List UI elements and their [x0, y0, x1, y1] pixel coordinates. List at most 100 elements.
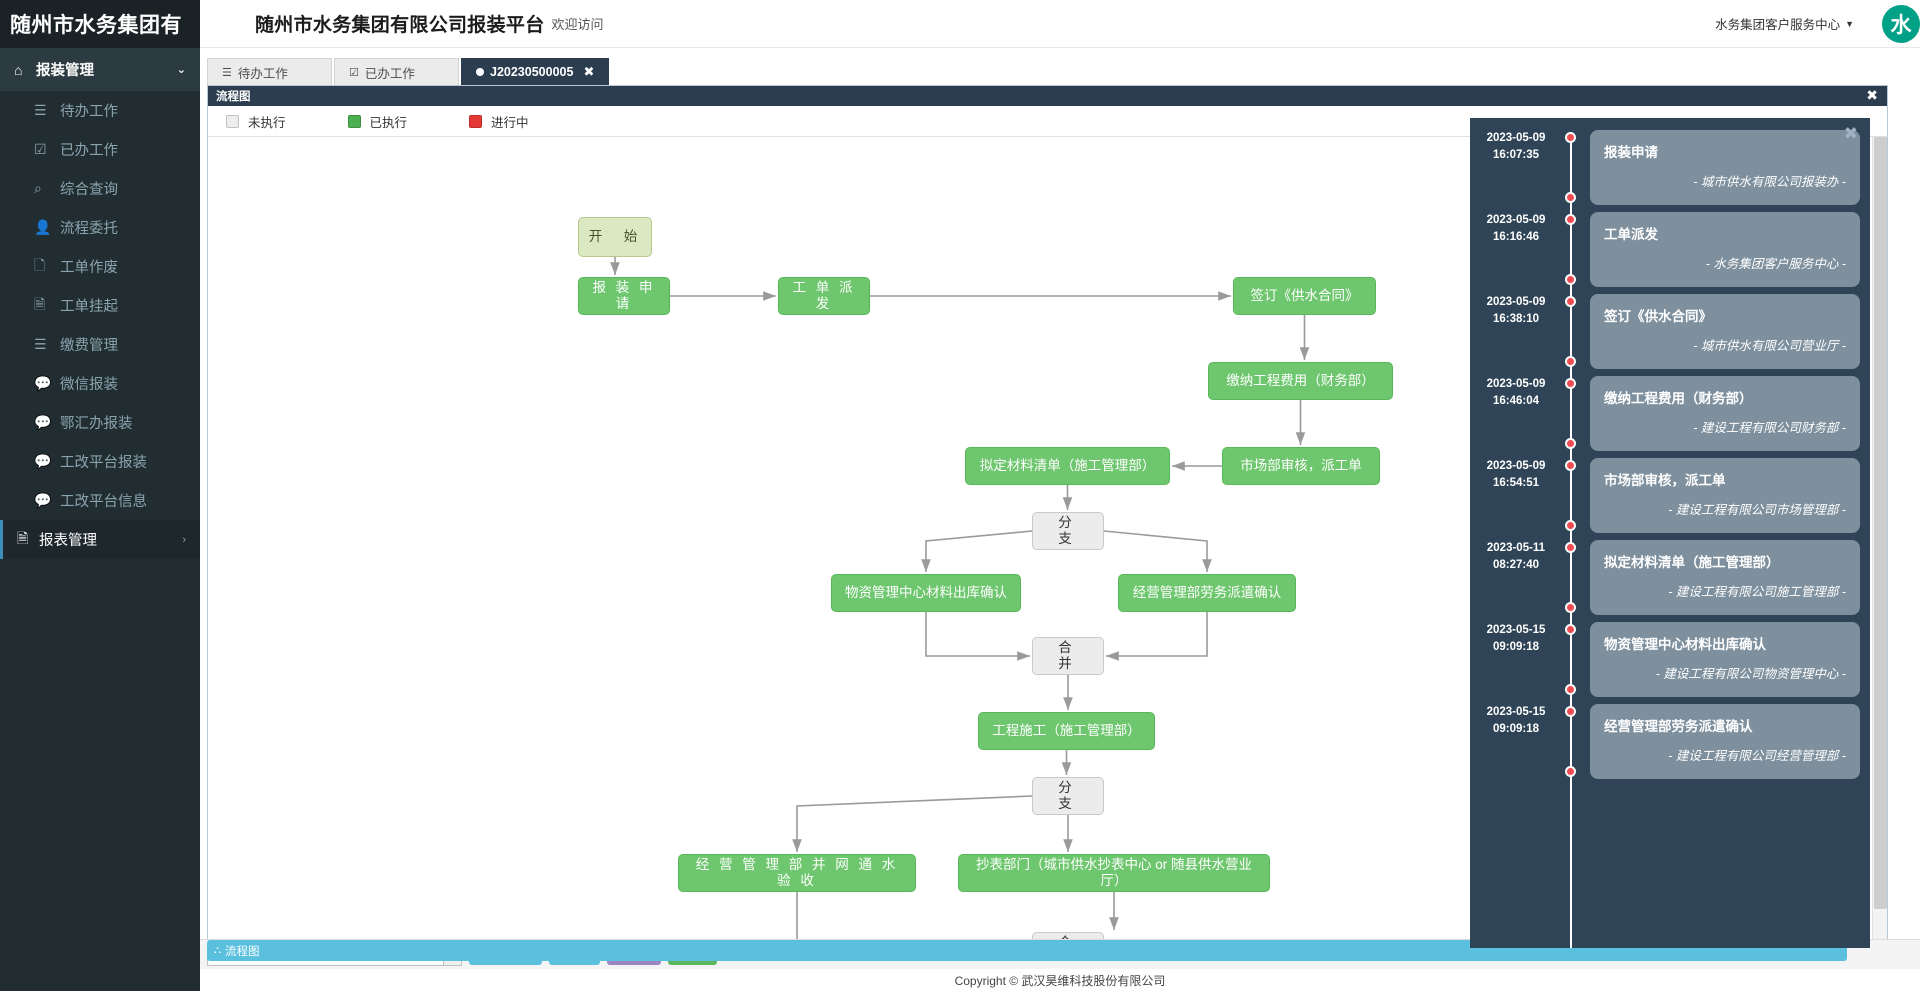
- timeline-card-title: 拟定材料清单（施工管理部）: [1604, 555, 1780, 570]
- sidebar-item-ehuibanbaozhuang[interactable]: 💬 鄂汇办报装: [0, 403, 200, 442]
- timeline-dot-icon: [1565, 460, 1576, 471]
- comment-icon: 💬: [34, 375, 52, 391]
- timeline-card-dept: - 水务集团客户服务中心 -: [1705, 257, 1846, 271]
- timeline-item[interactable]: 2023-05-15 09:09:18 经营管理部劳务派遣确认- 建设工程有限公司经…: [1470, 702, 1870, 784]
- sidebar-item-gonggaipingtaibaozhuang[interactable]: 💬工改平台报装: [0, 442, 200, 481]
- timeline-time: 09:09:18: [1492, 722, 1540, 735]
- timeline-card[interactable]: 拟定材料清单（施工管理部）- 建设工程有限公司施工管理部 -: [1590, 540, 1860, 615]
- sidebar-item-gongdanzuofei[interactable]: 🗋工单作废: [0, 247, 200, 286]
- flow-node-meter[interactable]: 抄表部门（城市供水抄表中心 or 随县供水营业厅）: [958, 854, 1270, 892]
- flow-node-apply[interactable]: 报 装 申 请: [578, 277, 670, 315]
- comment-icon: 💬: [34, 414, 52, 430]
- close-icon[interactable]: ✖: [1866, 87, 1878, 103]
- legend-label: 已执行: [369, 115, 408, 130]
- tab-yiban[interactable]: ☑ 已办工作: [334, 58, 459, 85]
- timeline-dot-icon: [1565, 132, 1576, 143]
- flow-edge-accept-to-merge2: [796, 892, 798, 946]
- list-icon: ☰: [34, 336, 47, 352]
- user-icon: 👤: [34, 219, 52, 235]
- sitemap-icon: ⛬: [214, 945, 221, 956]
- timeline-dot-icon: [1565, 520, 1576, 531]
- sidebar-item-zonghechaxun[interactable]: ⌕综合查询: [0, 169, 200, 208]
- flow-node-wuzi[interactable]: 物资管理中心材料出库确认: [831, 574, 1021, 612]
- sidebar-item-weixinbaozhuang[interactable]: 💬微信报装: [0, 364, 200, 403]
- timeline-card[interactable]: 缴纳工程费用（财务部）- 建设工程有限公司财务部 -: [1590, 376, 1860, 451]
- flow-node-merge1[interactable]: 合 并: [1032, 637, 1104, 675]
- timeline-timestamp: 2023-05-15 09:09:18: [1470, 702, 1562, 784]
- flow-node-material[interactable]: 拟定材料清单（施工管理部）: [965, 447, 1170, 485]
- sidebar-item-gonggaipingtaixinxi[interactable]: 💬工改平台信息: [0, 481, 200, 520]
- timeline-marker: [1562, 210, 1580, 292]
- sidebar-section-label: 报表管理: [39, 533, 97, 549]
- flow-node-contract[interactable]: 签订《供水合同》: [1233, 277, 1376, 315]
- sidebar-item-label: 待办工作: [60, 104, 118, 120]
- tab-j20230500005[interactable]: J20230500005 ✖: [461, 58, 610, 85]
- timeline-time: 16:46:04: [1492, 394, 1540, 407]
- flow-node-jingying[interactable]: 经营管理部劳务派遣确认: [1118, 574, 1296, 612]
- sidebar-item-label: 已办工作: [60, 143, 118, 159]
- sidebar-item-liuchengweituo[interactable]: 👤流程委托: [0, 208, 200, 247]
- timeline-card[interactable]: 工单派发- 水务集团客户服务中心 -: [1590, 212, 1860, 287]
- flow-node-market[interactable]: 市场部审核，派工单: [1222, 447, 1380, 485]
- sidebar-item-daiban[interactable]: ☰待办工作: [0, 91, 200, 130]
- check-square-icon: ☑: [349, 66, 359, 79]
- timeline-card-dept: - 建设工程有限公司市场管理部 -: [1668, 503, 1846, 517]
- timeline-time: 09:09:18: [1492, 640, 1540, 653]
- sidebar-item-label: 鄂汇办报装: [60, 416, 133, 432]
- sidebar-section-baozhuang[interactable]: ⌂ 报装管理 ⌄: [0, 48, 200, 91]
- timeline-marker: [1562, 702, 1580, 784]
- user-menu[interactable]: 水务集团客户服务中心 ▼: [1715, 14, 1854, 33]
- sidebar-item-jiaofeiguanli[interactable]: ☰缴费管理: [0, 325, 200, 364]
- close-icon[interactable]: ✖: [1843, 124, 1858, 143]
- flow-node-accept[interactable]: 经 营 管 理 部 并 网 通 水 验 收: [678, 854, 916, 892]
- sidebar-item-yiban[interactable]: ☑已办工作: [0, 130, 200, 169]
- flow-node-split2[interactable]: 分 支: [1032, 777, 1104, 815]
- tab-label: 待办工作: [237, 66, 288, 81]
- legend-item-jinxingzhong: 进行中: [469, 112, 529, 131]
- timeline-card[interactable]: 市场部审核，派工单- 建设工程有限公司市场管理部 -: [1590, 458, 1860, 533]
- timeline-dot-icon: [1565, 274, 1576, 285]
- tab-daiban[interactable]: ☰ 待办工作: [207, 58, 332, 85]
- flow-node-start[interactable]: 开 始: [578, 217, 652, 257]
- close-icon[interactable]: ✖: [583, 64, 595, 79]
- timeline-card-dept: - 城市供水有限公司报装办 -: [1693, 175, 1846, 189]
- timeline-date: 2023-05-15: [1486, 706, 1546, 718]
- flow-node-fee[interactable]: 缴纳工程费用（财务部）: [1208, 362, 1393, 400]
- flow-node-split1[interactable]: 分 支: [1032, 512, 1104, 550]
- timeline-date: 2023-05-11: [1486, 542, 1546, 554]
- tab-label: 已办工作: [364, 66, 415, 81]
- flow-node-build[interactable]: 工程施工（施工管理部）: [978, 712, 1155, 750]
- sidebar-item-gongdanguaqi[interactable]: 🗎工单挂起: [0, 286, 200, 325]
- panel-title: 流程图: [216, 91, 251, 103]
- timeline-card[interactable]: 物资管理中心材料出库确认- 建设工程有限公司物资管理中心 -: [1590, 622, 1860, 697]
- timeline-card[interactable]: 经营管理部劳务派遣确认- 建设工程有限公司经营管理部 -: [1590, 704, 1860, 779]
- avatar[interactable]: 水: [1882, 4, 1920, 43]
- scrollbar-thumb[interactable]: [1874, 137, 1887, 909]
- timeline-marker: [1562, 456, 1580, 538]
- legend-item-weizhixing: 未执行: [226, 112, 286, 131]
- timeline-card[interactable]: 报装申请- 城市供水有限公司报装办 -: [1590, 130, 1860, 205]
- timeline-time: 16:54:51: [1492, 476, 1540, 489]
- sidebar-section-baobiaoguanli[interactable]: 🗎 报表管理 ›: [0, 520, 200, 559]
- timeline-card[interactable]: 签订《供水合同》- 城市供水有限公司营业厅 -: [1590, 294, 1860, 369]
- flow-node-dispatch[interactable]: 工 单 派 发: [778, 277, 870, 315]
- flow-edge-wuzi-to-merge1: [925, 612, 1030, 661]
- vertical-scrollbar[interactable]: [1872, 137, 1887, 946]
- flowchart-button[interactable]: ⛬ 流程图: [207, 940, 1847, 961]
